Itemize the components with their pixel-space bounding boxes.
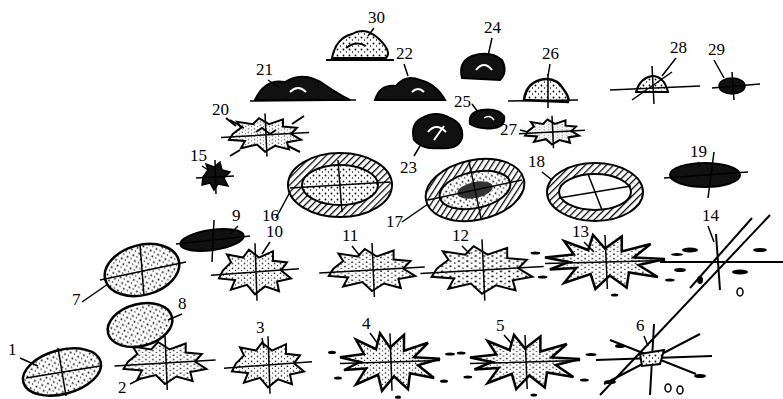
callout-number: 15 bbox=[190, 146, 207, 165]
callout-number: 23 bbox=[400, 158, 417, 177]
callout-number: 14 bbox=[702, 206, 719, 225]
callout-number: 5 bbox=[496, 316, 505, 335]
callout-number: 25 bbox=[454, 92, 471, 111]
callout-number: 18 bbox=[528, 152, 545, 171]
callout-number: 26 bbox=[542, 44, 559, 63]
callout-number: 24 bbox=[484, 18, 501, 37]
callout-number: 6 bbox=[636, 316, 645, 335]
callout-number: 12 bbox=[452, 226, 469, 245]
callout-number: 27 bbox=[500, 120, 517, 139]
callout-number: 16 bbox=[262, 206, 279, 225]
callout-number: 7 bbox=[72, 290, 81, 309]
callout-number: 2 bbox=[118, 378, 127, 397]
callout-number: 8 bbox=[178, 294, 187, 313]
callout-number: 1 bbox=[8, 340, 17, 359]
callout-number: 4 bbox=[362, 314, 371, 333]
callout-number: 20 bbox=[212, 100, 229, 119]
callout-number: 22 bbox=[396, 44, 413, 63]
callout-number: 29 bbox=[708, 40, 725, 59]
callout-number: 9 bbox=[232, 206, 241, 225]
callout-number: 28 bbox=[670, 38, 687, 57]
callout-number: 19 bbox=[690, 142, 707, 161]
callout-number: 17 bbox=[386, 212, 403, 231]
callout-number: 21 bbox=[256, 60, 273, 79]
callout-number: 30 bbox=[368, 8, 385, 27]
callout-number: 11 bbox=[342, 226, 358, 245]
callout-number: 3 bbox=[256, 318, 265, 337]
callout-number: 13 bbox=[572, 222, 589, 241]
